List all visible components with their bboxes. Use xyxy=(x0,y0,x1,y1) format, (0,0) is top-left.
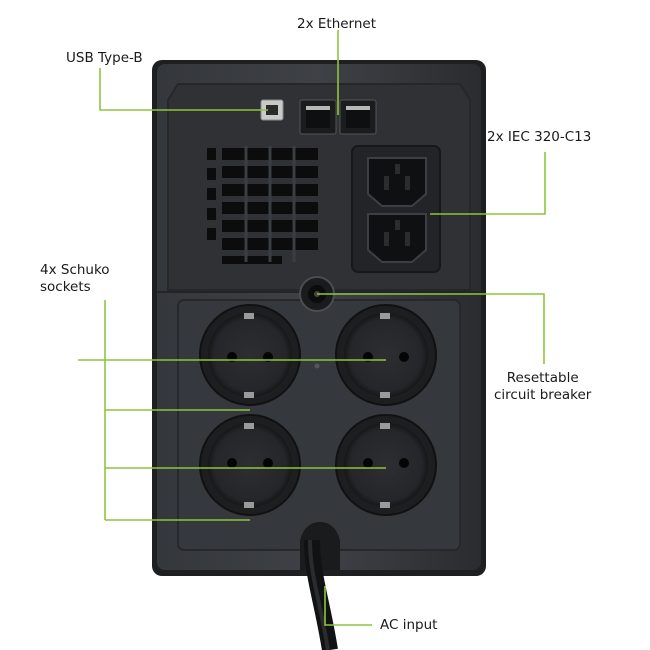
label-usb-text: USB Type-B xyxy=(66,50,143,66)
label-schuko-line2: sockets xyxy=(40,279,91,295)
label-usb-type-b: USB Type-B xyxy=(66,50,143,67)
rj45-port-icon xyxy=(299,99,337,135)
indicator-dot xyxy=(314,363,320,369)
iec-c13-socket-icon xyxy=(367,213,427,263)
leader-usb xyxy=(99,68,268,111)
label-breaker-line2: circuit breaker xyxy=(494,387,592,403)
schuko-socket-icon xyxy=(335,414,437,516)
schuko-socket-icon xyxy=(199,414,301,516)
label-schuko: 4x Schuko sockets xyxy=(40,262,110,296)
power-cord-icon xyxy=(300,522,340,650)
schuko-socket-icon xyxy=(199,304,301,406)
label-ac-input-text: AC input xyxy=(380,617,438,633)
label-ethernet: 2x Ethernet xyxy=(297,16,376,33)
leader-ac-input xyxy=(324,586,372,626)
iec-c13-socket-icon xyxy=(367,157,427,207)
leader-iec xyxy=(430,152,546,215)
label-iec-text: 2x IEC 320-C13 xyxy=(487,129,592,145)
label-iec: 2x IEC 320-C13 xyxy=(487,129,591,146)
leader-breaker xyxy=(317,293,545,364)
leader-lines xyxy=(78,30,546,626)
label-breaker-line1: Resettable xyxy=(506,370,579,386)
label-ac-input: AC input xyxy=(380,617,437,634)
label-schuko-line1: 4x Schuko xyxy=(40,262,110,278)
rj45-port-icon xyxy=(339,99,377,135)
schuko-socket-icon xyxy=(335,304,437,406)
ups-body xyxy=(152,60,486,576)
label-breaker: Resettable circuit breaker xyxy=(494,370,591,404)
label-ethernet-text: 2x Ethernet xyxy=(297,16,377,32)
